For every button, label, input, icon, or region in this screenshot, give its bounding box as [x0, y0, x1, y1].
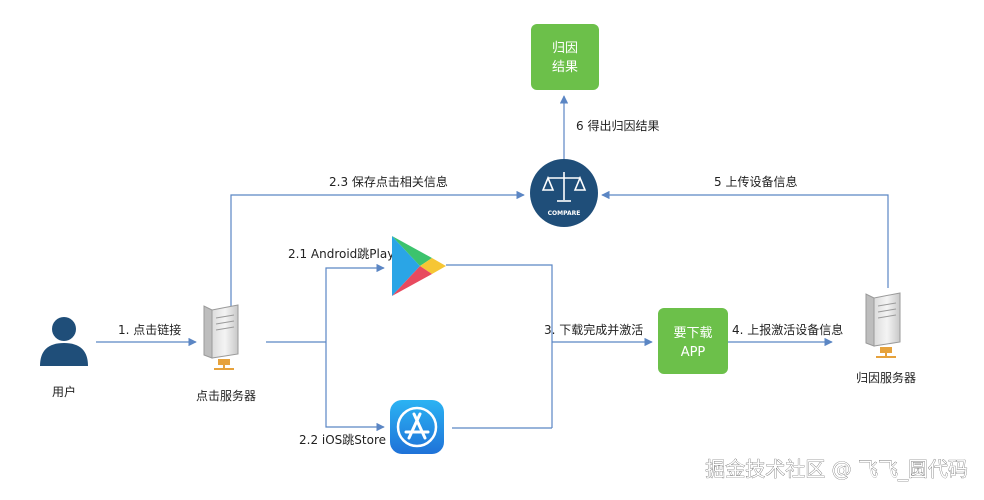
label-click-link: 1. 点击链接 — [118, 322, 181, 337]
edge-save-click-info — [230, 190, 525, 308]
user-icon — [40, 317, 88, 366]
download-app-line1: 要下载 — [673, 326, 712, 341]
watermark: 掘金技术社区 @ 飞飞_圆代码 — [705, 457, 968, 481]
edge-upload-device-info — [601, 190, 889, 288]
attribution-result-box: 归因 结果 — [531, 24, 599, 90]
result-line2: 结果 — [552, 60, 578, 75]
server-icon — [865, 292, 901, 358]
label-save-click-info: 2.3 保存点击相关信息 — [329, 174, 448, 189]
result-line1: 归因 — [552, 41, 578, 56]
label-upload-device-info: 5 上传设备信息 — [714, 174, 797, 189]
download-app-box: 要下载 APP — [658, 308, 728, 374]
google-play-icon — [392, 236, 446, 296]
edge-to-play — [325, 263, 385, 342]
click-server-label: 点击服务器 — [196, 388, 256, 403]
scales-icon — [541, 172, 587, 202]
attribution-server-label: 归因服务器 — [856, 370, 916, 385]
edge-to-appstore — [325, 342, 385, 432]
label-android-play: 2.1 Android跳Play — [288, 247, 394, 261]
label-report-activation: 4. 上报激活设备信息 — [732, 322, 843, 337]
compare-node: COMPARE — [530, 159, 598, 227]
compare-label: COMPARE — [548, 210, 581, 217]
server-icon — [203, 304, 239, 370]
label-ios-store: 2.2 iOS跳Store — [299, 433, 386, 447]
user-label: 用户 — [52, 384, 76, 399]
label-download-activate: 3. 下载完成并激活 — [544, 322, 643, 337]
edge-play-download — [446, 264, 553, 428]
download-app-line2: APP — [681, 345, 706, 360]
label-get-result: 6 得出归因结果 — [576, 118, 659, 133]
app-store-icon — [390, 400, 444, 454]
